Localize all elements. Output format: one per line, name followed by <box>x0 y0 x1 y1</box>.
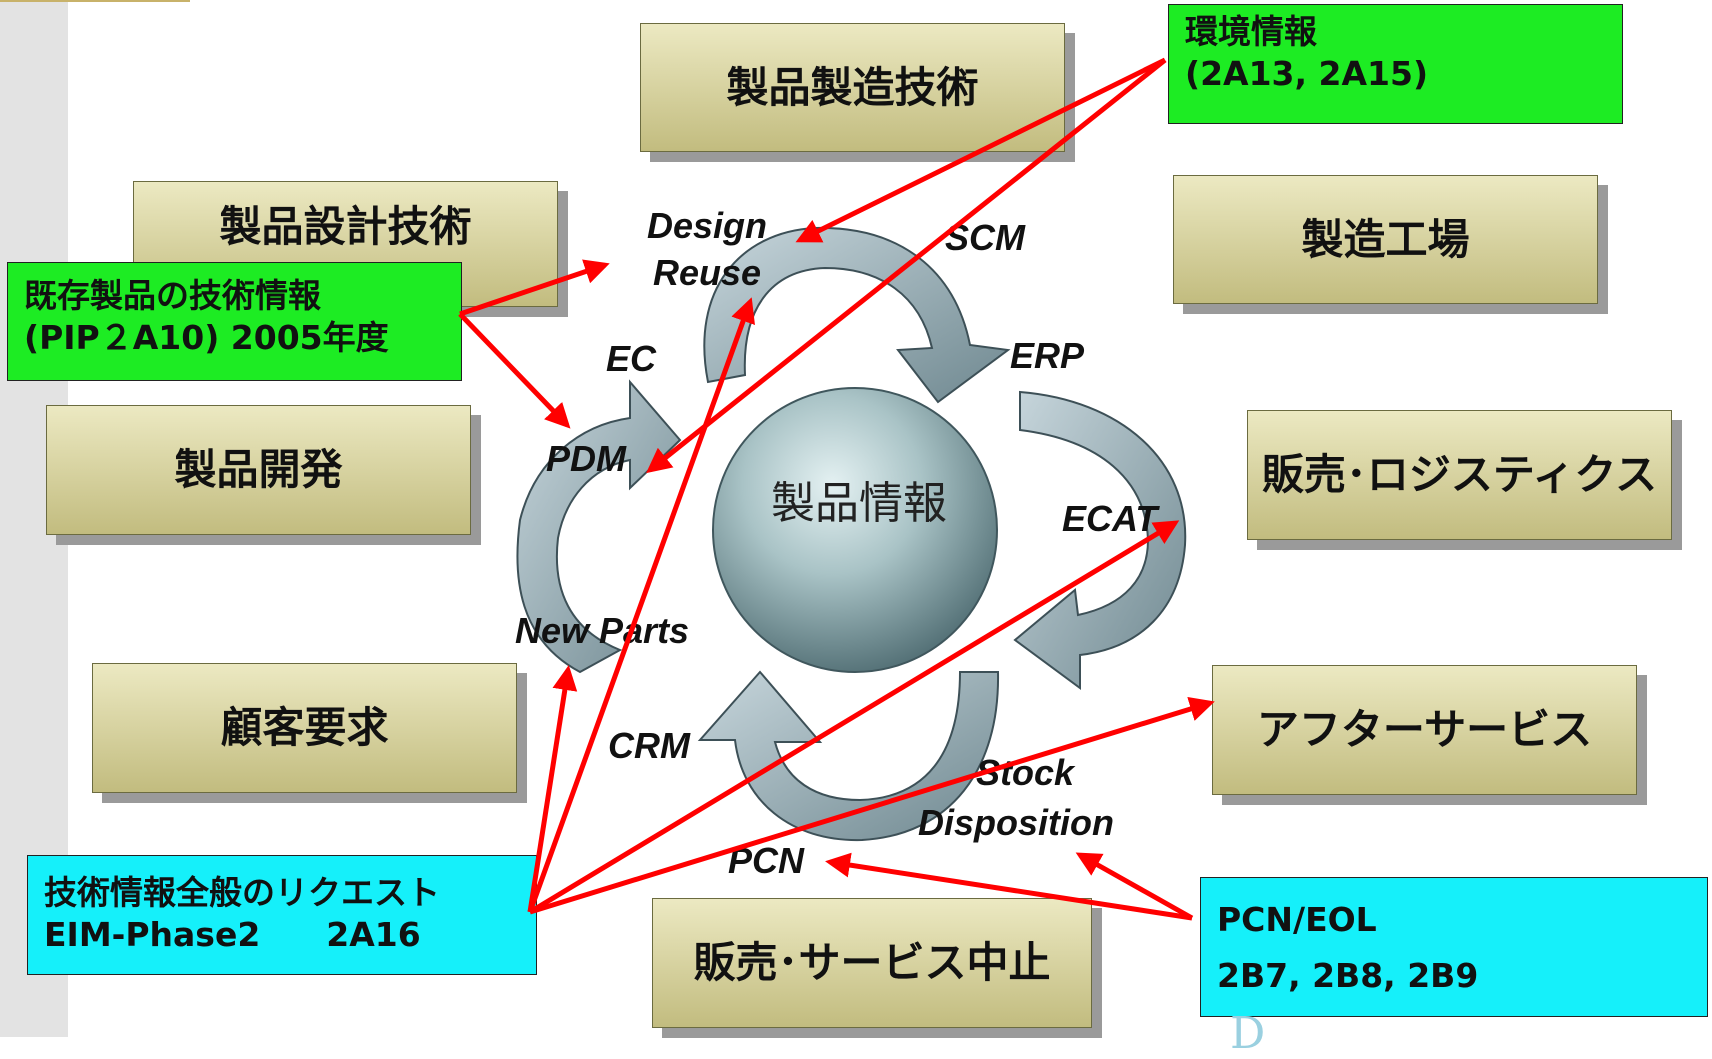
product-info-sphere <box>712 387 998 673</box>
label-reuse: Reuse <box>653 252 762 293</box>
callout-line: (2A13, 2A15) <box>1185 54 1429 94</box>
box-label: 製品開発 <box>174 445 343 495</box>
connector-pcn-to-pcn <box>825 852 1193 921</box>
label-disposition: Disposition <box>918 802 1114 843</box>
label-new-parts: New Parts <box>515 610 690 651</box>
box-label: アフターサービス <box>1256 705 1593 755</box>
connector-request-to-ecat <box>528 520 1180 915</box>
callout-environment-info: 環境情報 (2A13, 2A15) <box>1168 4 1623 124</box>
connector-request-to-after-service <box>529 696 1215 915</box>
cycle-arrow-right <box>1013 390 1187 690</box>
box-sales-logistics: 販売･ロジスティクス <box>1247 410 1672 540</box>
box-customer-req: 顧客要求 <box>92 663 517 793</box>
corner-mark <box>0 0 190 2</box>
callout-line: 2B7, 2B8, 2B9 <box>1217 956 1479 996</box>
box-after-service: アフターサービス <box>1212 665 1637 795</box>
box-label: 顧客要求 <box>220 703 389 753</box>
box-factory: 製造工場 <box>1173 175 1598 304</box>
label-ecat: ECAT <box>1062 498 1158 539</box>
box-label: 販売･サービス中止 <box>693 938 1051 988</box>
callout-line: 技術情報全般のリクエスト <box>44 873 440 912</box>
callout-line: 環境情報 <box>1185 12 1317 51</box>
label-crm: CRM <box>608 725 690 766</box>
cycle-arrow-bottom <box>697 670 1000 842</box>
callout-line: PCN/EOL <box>1217 900 1377 939</box>
connector-existing-to-design-reuse <box>459 259 610 317</box>
cycle-arrow-top <box>703 226 1011 404</box>
center-label: 製品情報 <box>771 478 947 529</box>
connector-env-to-design-reuse <box>795 57 1167 243</box>
box-product-dev: 製品開発 <box>46 405 471 535</box>
cycle-arrow-left <box>516 379 682 674</box>
diagram: 製品情報 製品製造技術 製品設計技術 製品開発 顧客要求 製造工場 販売･ロジス… <box>7 4 1708 1059</box>
label-pdm: PDM <box>546 438 626 479</box>
box-label: 製造工場 <box>1301 214 1470 264</box>
callout-tech-info-request: 技術情報全般のリクエスト EIM-Phase2 2A16 <box>27 855 537 975</box>
callout-line: EIM-Phase2 2A16 <box>44 915 421 955</box>
connector-request-to-design-reuse <box>527 297 755 913</box>
box-label: 製品製造技術 <box>726 62 979 112</box>
cycle-graphic <box>516 226 1187 842</box>
connector-pcn-to-stock <box>1075 852 1194 921</box>
connector-env-to-pdm <box>646 58 1167 474</box>
connector-request-to-new-parts <box>527 665 578 913</box>
connector-layer <box>458 57 1215 921</box>
callout-line: 既存製品の技術情報 <box>24 276 321 315</box>
label-ec: EC <box>606 338 657 379</box>
callout-pcn-eol: PCN/EOL 2B7, 2B8, 2B9 <box>1200 877 1708 1017</box>
callout-line: (PIP２A10) 2005年度 <box>24 318 389 358</box>
label-design: Design <box>647 205 768 246</box>
callout-existing-product-info: 既存製品の技術情報 (PIP２A10) 2005年度 <box>7 262 462 381</box>
logo-partial: D <box>1230 1008 1280 1059</box>
connector-existing-to-pdm <box>458 312 571 429</box>
box-discontinue: 販売･サービス中止 <box>652 898 1092 1028</box>
box-label: 製品設計技術 <box>219 202 472 252</box>
label-erp: ERP <box>1010 335 1085 376</box>
box-manufacturing-tech: 製品製造技術 <box>640 23 1065 152</box>
box-label: 販売･ロジスティクス <box>1261 450 1658 500</box>
